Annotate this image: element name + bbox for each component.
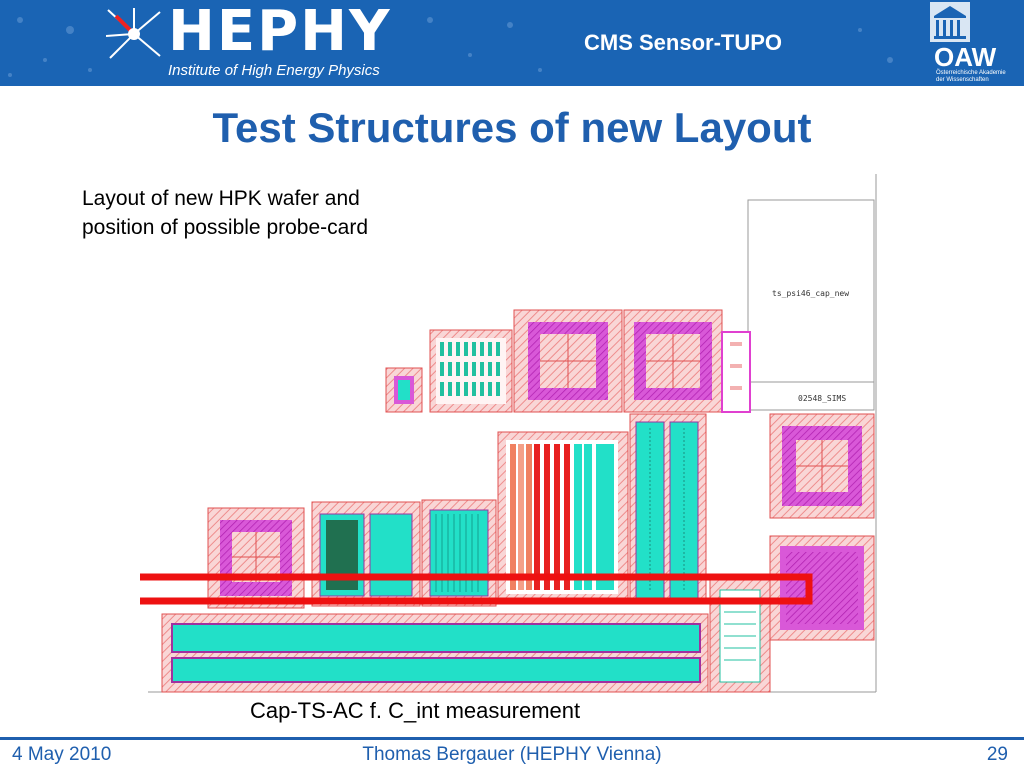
structure-caption: Cap-TS-AC f. C_int measurement bbox=[250, 698, 581, 723]
right-column-structure bbox=[709, 579, 771, 693]
hephy-subtitle: Institute of High Energy Physics bbox=[168, 62, 380, 79]
slide-title: Test Structures of new Layout bbox=[212, 104, 812, 151]
description-line-1: Layout of new HPK wafer and bbox=[82, 187, 360, 210]
small-pad-structure bbox=[385, 367, 423, 413]
magenta-column-pad bbox=[721, 331, 751, 413]
banner-texture bbox=[8, 17, 893, 77]
oaw-text: OAW bbox=[934, 42, 997, 72]
page-number: 29 bbox=[986, 744, 1008, 765]
square-pad-3 bbox=[769, 413, 875, 519]
sims-label: 02548_SIMS bbox=[798, 394, 846, 403]
academy-building-icon bbox=[930, 2, 970, 42]
cap-ts-ac-structure bbox=[161, 613, 709, 693]
description-line-2: position of possible probe-card bbox=[82, 216, 369, 239]
hatched-cyan-structure bbox=[421, 499, 497, 607]
cap-new-label: ts_psi46_cap_new bbox=[772, 289, 849, 298]
square-pad-1 bbox=[513, 309, 623, 413]
lower-square-pad bbox=[207, 507, 305, 609]
strip-array-structure bbox=[429, 329, 513, 413]
header-banner: HEPHY Institute of High Energy Physics C… bbox=[0, 0, 1024, 86]
square-pad-4 bbox=[769, 535, 875, 641]
description-text: Layout of new HPK wafer and position of … bbox=[82, 184, 368, 242]
wafer-layout-diagram: ts_psi46_cap_new 02548_SIMS bbox=[140, 174, 877, 693]
footer-divider bbox=[0, 737, 1024, 740]
hephy-logo: HEPHY bbox=[168, 0, 392, 64]
hephy-burst-icon bbox=[106, 8, 161, 59]
probe-card-marker bbox=[140, 573, 813, 605]
conference-label: CMS Sensor-TUPO bbox=[584, 30, 783, 55]
green-pad-structure bbox=[311, 501, 421, 607]
square-pad-2 bbox=[623, 309, 723, 413]
footer-date: 4 May 2010 bbox=[12, 744, 112, 765]
footer-author: Thomas Bergauer (HEPHY Vienna) bbox=[362, 744, 662, 765]
